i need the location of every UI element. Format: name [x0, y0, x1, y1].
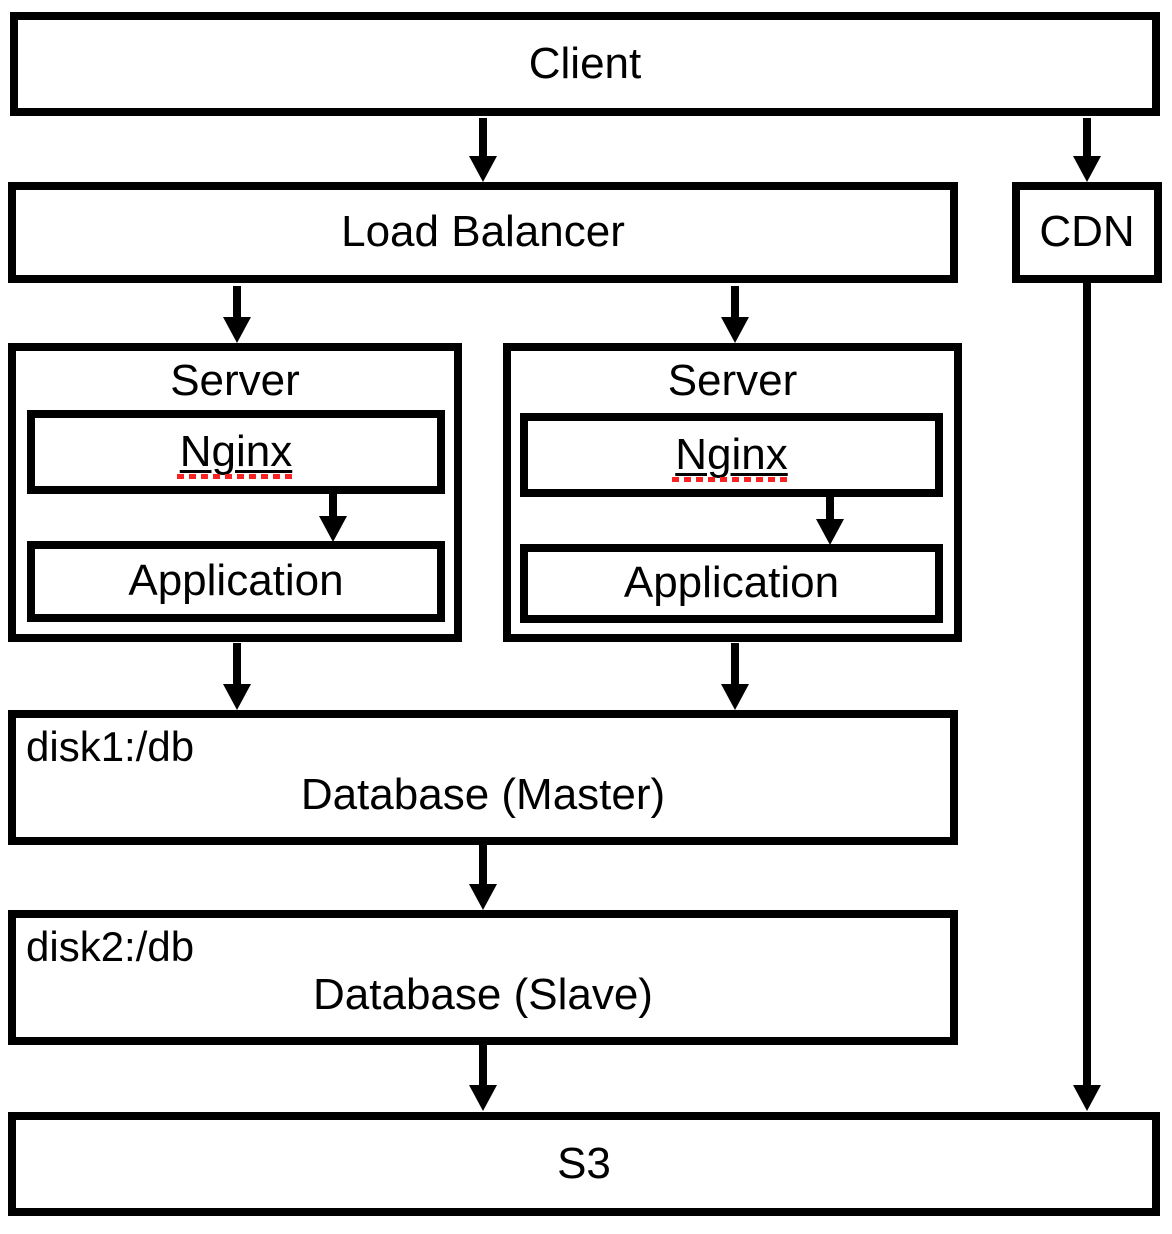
arrow-head — [816, 519, 844, 545]
arrow-shaft — [479, 1045, 487, 1089]
arrow-head — [1073, 156, 1101, 182]
arrow-shaft — [1083, 118, 1091, 160]
arrow-head — [469, 884, 497, 910]
arrow-shaft — [479, 118, 487, 160]
arrow-head — [319, 516, 347, 542]
server-title: Server — [667, 356, 798, 405]
arrow-head — [469, 1085, 497, 1111]
arrow-db-slave-to-s3 — [469, 1045, 497, 1111]
arrow-server-right-to-db-master — [721, 643, 749, 710]
application-box-right: Application — [520, 544, 943, 623]
cdn-box: CDN — [1012, 182, 1162, 283]
s3-label: S3 — [557, 1138, 611, 1188]
database-slave-label: Database (Slave) — [313, 970, 653, 1020]
application-label: Application — [623, 558, 840, 608]
database-master-box: disk1:/db Database (Master) — [8, 710, 958, 845]
client-box: Client — [10, 12, 1160, 116]
application-label: Application — [128, 556, 344, 606]
arrow-shaft — [233, 286, 241, 321]
arrow-head — [721, 684, 749, 710]
arrow-nginx-to-application-left — [319, 492, 347, 542]
arrow-shaft — [329, 492, 337, 520]
server-title: Server — [170, 356, 300, 405]
arrow-shaft — [826, 495, 834, 523]
load-balancer-box: Load Balancer — [8, 182, 958, 283]
s3-box: S3 — [8, 1112, 1160, 1216]
arrow-head — [223, 317, 251, 343]
load-balancer-label: Load Balancer — [341, 207, 625, 257]
arrow-lb-to-server-right — [721, 286, 749, 343]
arrow-head — [1073, 1085, 1101, 1111]
arrow-client-to-cdn — [1073, 118, 1101, 182]
nginx-box-right: Nginx — [520, 413, 943, 497]
arrow-lb-to-server-left — [223, 286, 251, 343]
client-label: Client — [528, 38, 642, 88]
arrow-head — [721, 317, 749, 343]
nginx-label: Nginx — [672, 430, 791, 482]
arrow-server-left-to-db-master — [223, 643, 251, 710]
application-box-left: Application — [27, 541, 445, 622]
arrow-shaft — [1083, 283, 1091, 1089]
arrow-head — [223, 684, 251, 710]
arrow-cdn-to-s3 — [1073, 283, 1101, 1111]
cdn-label: CDN — [1039, 207, 1135, 257]
disk-label: disk1:/db — [26, 723, 195, 770]
arrow-db-master-to-db-slave — [469, 845, 497, 910]
arrow-nginx-to-application-right — [816, 495, 844, 545]
arrow-shaft — [731, 643, 739, 688]
spellcheck-underline — [672, 476, 791, 482]
arrow-shaft — [479, 845, 487, 888]
arrow-head — [469, 156, 497, 182]
nginx-label: Nginx — [176, 427, 296, 479]
database-master-label: Database (Master) — [300, 770, 666, 820]
arrow-shaft — [233, 643, 241, 688]
disk-label: disk2:/db — [26, 923, 195, 970]
database-slave-box: disk2:/db Database (Slave) — [8, 910, 958, 1045]
spellcheck-underline — [176, 473, 296, 479]
arrow-client-to-load-balancer — [469, 118, 497, 182]
nginx-box-left: Nginx — [27, 410, 445, 494]
arrow-shaft — [731, 286, 739, 321]
